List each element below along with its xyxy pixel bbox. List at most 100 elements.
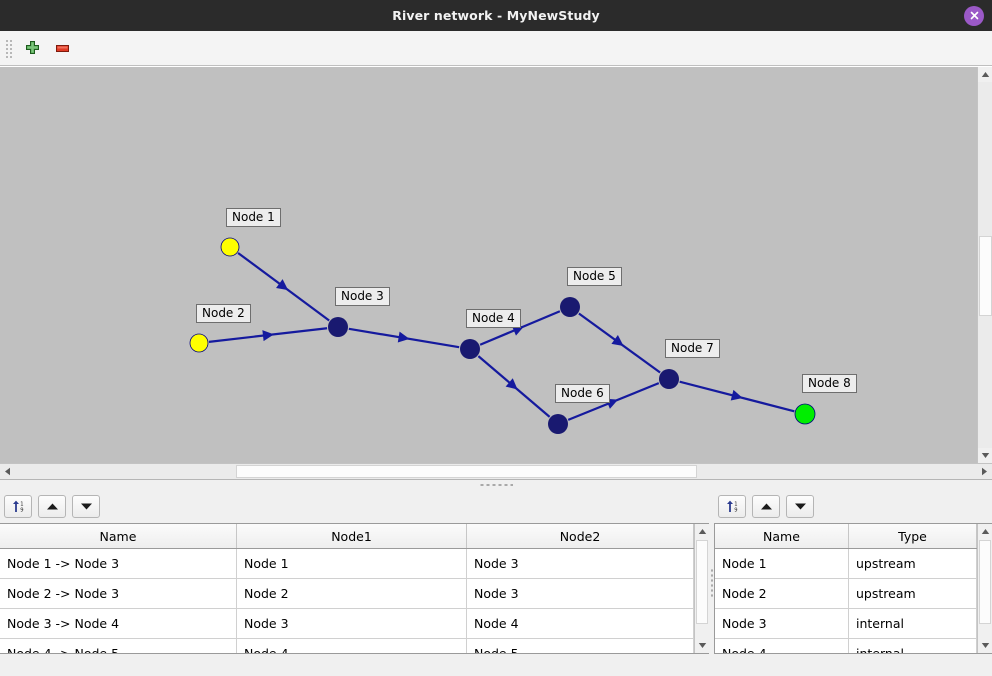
graph-horizontal-scrollbar[interactable]	[0, 463, 992, 479]
graph-node-node-8[interactable]	[794, 403, 816, 425]
branch-column-header-node1[interactable]: Node1	[236, 524, 467, 549]
graph-node-node-3[interactable]	[328, 317, 348, 337]
cell-type[interactable]: internal	[848, 638, 977, 653]
node-column-header-name[interactable]: Name	[715, 524, 849, 549]
move-branch-down-button[interactable]	[72, 494, 100, 518]
graph-scroll-left-button[interactable]	[0, 464, 15, 479]
graph-node-label-node-2[interactable]: Node 2	[196, 304, 251, 323]
graph-vscroll-track[interactable]	[978, 82, 992, 448]
cell-name[interactable]: Node 3	[715, 608, 849, 639]
branch-table-vertical-scrollbar[interactable]	[694, 524, 709, 653]
cell-node1[interactable]: Node 4	[236, 638, 467, 653]
move-node-up-button[interactable]	[752, 494, 780, 518]
graph-node-label-node-4[interactable]: Node 4	[466, 309, 521, 328]
graph-node-label-node-8[interactable]: Node 8	[802, 374, 857, 393]
node-table-vertical-scrollbar[interactable]	[977, 524, 992, 653]
cell-node2[interactable]: Node 3	[466, 578, 694, 609]
svg-text:1: 1	[734, 501, 737, 507]
graph-vscroll-thumb[interactable]	[979, 235, 992, 317]
branch-column-header-name[interactable]: Name	[0, 524, 237, 549]
graph-scroll-right-button[interactable]	[977, 464, 992, 479]
graph-node-node-7[interactable]	[659, 369, 679, 389]
cell-type[interactable]: upstream	[848, 548, 977, 579]
move-branch-up-button[interactable]	[38, 494, 66, 518]
node-column-header-type[interactable]: Type	[848, 524, 977, 549]
network-graph-canvas[interactable]	[0, 67, 992, 463]
vertical-splitter[interactable]	[709, 489, 714, 676]
node-scroll-thumb[interactable]	[979, 540, 991, 624]
cell-name[interactable]: Node 1 -> Node 3	[0, 548, 237, 579]
graph-vertical-scrollbar[interactable]	[977, 67, 992, 463]
cell-name[interactable]: Node 4 -> Node 5	[0, 638, 237, 653]
svg-text:9: 9	[20, 507, 23, 513]
branch-panel: 1 9	[0, 489, 709, 676]
cell-name[interactable]: Node 2	[715, 578, 849, 609]
horizontal-splitter[interactable]	[0, 479, 992, 489]
cell-name[interactable]: Node 4	[715, 638, 849, 653]
cell-node1[interactable]: Node 2	[236, 578, 467, 609]
cell-node1[interactable]: Node 3	[236, 608, 467, 639]
table-row[interactable]: Node 4internal	[715, 638, 977, 653]
graph-node-node-5[interactable]	[560, 297, 580, 317]
caret-down-icon	[698, 643, 706, 648]
branch-column-header-node2[interactable]: Node2	[466, 524, 694, 549]
graph-node-label-node-3[interactable]: Node 3	[335, 287, 390, 306]
sort-nodes-button[interactable]: 1 9	[718, 494, 746, 518]
branch-scroll-up-button[interactable]	[695, 524, 709, 539]
cell-name[interactable]: Node 1	[715, 548, 849, 579]
delete-node-button[interactable]	[47, 34, 77, 62]
branch-scroll-down-button[interactable]	[695, 638, 709, 653]
cell-node2[interactable]: Node 5	[466, 638, 694, 653]
graph-node-label-node-5[interactable]: Node 5	[567, 267, 622, 286]
caret-down-icon	[981, 643, 989, 648]
graph-node-node-6[interactable]	[548, 414, 568, 434]
cell-type[interactable]: internal	[848, 608, 977, 639]
branch-scroll-thumb[interactable]	[696, 540, 708, 624]
cell-node1[interactable]: Node 1	[236, 548, 467, 579]
node-scroll-down-button[interactable]	[978, 638, 992, 653]
splitter-grip	[479, 482, 513, 487]
cell-name[interactable]: Node 3 -> Node 4	[0, 608, 237, 639]
cell-node2[interactable]: Node 4	[466, 608, 694, 639]
graph-scroll-down-button[interactable]	[978, 448, 992, 463]
node-scroll-up-button[interactable]	[978, 524, 992, 539]
graph-node-node-2[interactable]	[189, 333, 209, 353]
move-node-down-button[interactable]	[786, 494, 814, 518]
cell-node2[interactable]: Node 3	[466, 548, 694, 579]
toolbar-grip[interactable]	[4, 38, 13, 58]
network-graph-panel[interactable]: Node 1 Node 2 Node 3 Node 4 Node 5 Node 6 Node…	[0, 66, 992, 463]
graph-scroll-up-button[interactable]	[978, 67, 992, 82]
graph-node-node-4[interactable]	[460, 339, 480, 359]
graph-node-node-1[interactable]	[220, 237, 240, 257]
cell-name[interactable]: Node 2 -> Node 3	[0, 578, 237, 609]
plus-icon	[25, 40, 39, 54]
caret-up-icon	[698, 529, 706, 534]
graph-node-label-node-7[interactable]: Node 7	[665, 339, 720, 358]
graph-node-label-node-1[interactable]: Node 1	[226, 208, 281, 227]
sort-branches-button[interactable]: 1 9	[4, 494, 32, 518]
cell-type[interactable]: upstream	[848, 578, 977, 609]
graph-hscroll-thumb[interactable]	[236, 465, 698, 478]
graph-node-label-node-6[interactable]: Node 6	[555, 384, 610, 403]
close-icon	[970, 11, 978, 20]
add-node-button[interactable]	[17, 34, 47, 62]
caret-right-icon	[982, 467, 987, 476]
main-toolbar	[0, 31, 992, 66]
branch-header-row: Name Node1 Node2	[0, 524, 694, 549]
close-button[interactable]	[964, 5, 984, 26]
caret-left-icon	[5, 467, 10, 476]
